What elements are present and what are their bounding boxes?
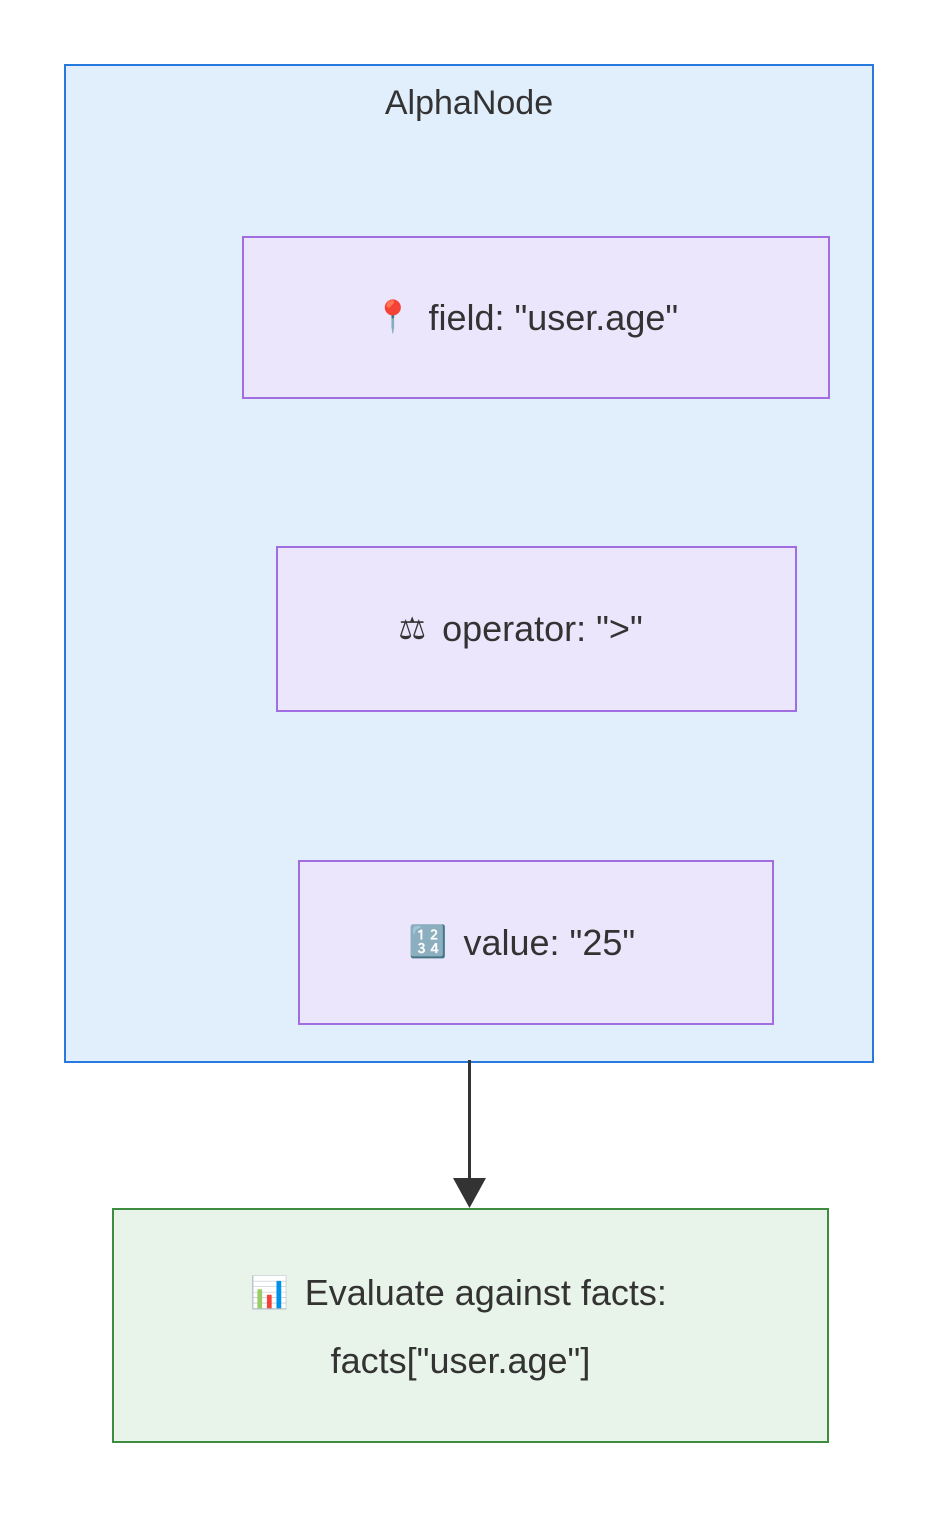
evaluation-expression: facts["user.age"] (330, 1340, 591, 1381)
attribute-label-operator: operator: ">" (442, 608, 643, 649)
attribute-content-operator: ⚖ operator: ">" (398, 606, 642, 652)
connector-arrow (453, 1060, 486, 1208)
bar-chart-icon: 📊 (250, 1274, 289, 1311)
attribute-box-value[interactable]: 🔢 value: "25" (298, 860, 774, 1025)
attribute-box-operator[interactable]: ⚖ operator: ">" (276, 546, 797, 712)
evaluation-node[interactable]: 📊 Evaluate against facts: facts["user.ag… (112, 1208, 829, 1443)
attribute-label-value: value: "25" (463, 921, 636, 963)
attribute-content-field: 📍 field: "user.age" (374, 295, 678, 341)
evaluation-label: Evaluate against facts: (304, 1272, 667, 1313)
alpha-node-title: AlphaNode (384, 84, 554, 122)
attribute-box-field[interactable]: 📍 field: "user.age" (242, 236, 830, 399)
balance-scale-icon: ⚖ (398, 610, 427, 647)
input-numbers-icon: 🔢 (408, 924, 448, 960)
alpha-node-container[interactable]: AlphaNode 📍 field: "user.age" ⚖ operator… (64, 64, 874, 1063)
attribute-label-field: field: "user.age" (428, 296, 679, 338)
round-pushpin-icon: 📍 (373, 299, 413, 335)
arrowhead-icon (453, 1178, 486, 1208)
evaluation-line-1: 📊 Evaluate against facts: (114, 1270, 815, 1316)
attribute-content-value: 🔢 value: "25" (409, 920, 635, 966)
